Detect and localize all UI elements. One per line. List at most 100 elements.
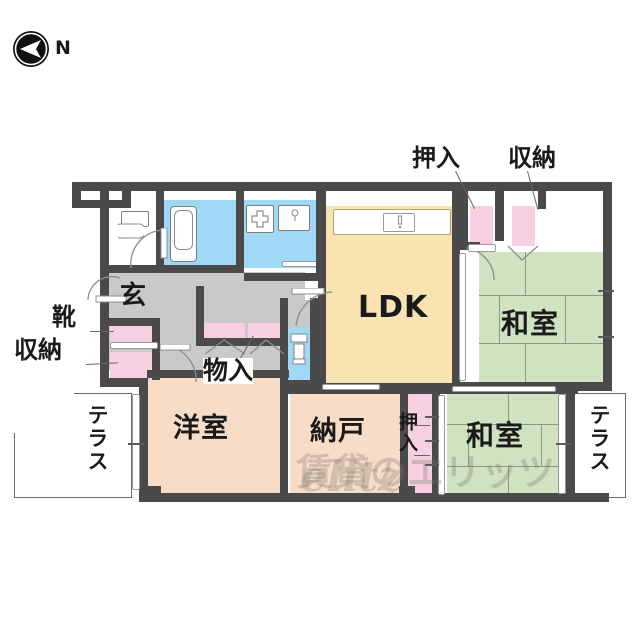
- callout-kutsu: 靴: [52, 303, 76, 331]
- watermark-logo: elitz: [300, 452, 402, 501]
- wall: [139, 378, 148, 502]
- wall: [196, 338, 288, 346]
- closet-kutsu: [110, 325, 157, 342]
- washer-pan-icon: [246, 205, 274, 233]
- wall: [156, 191, 164, 273]
- window-tick: [556, 443, 572, 445]
- closet-folding-door-icon: [507, 245, 539, 261]
- entry-basin-icon: [118, 223, 144, 239]
- tatami-seam: [565, 295, 567, 343]
- room-label-terrace-right: テラス: [587, 404, 612, 473]
- compass-label: N: [55, 37, 72, 59]
- sliding-door-track: [132, 394, 140, 490]
- wall: [100, 318, 160, 326]
- callout-oshiire-top: 押入: [412, 144, 460, 172]
- wall: [452, 238, 460, 388]
- closet-door-panel: [468, 244, 496, 252]
- vanity-sink-icon: [278, 205, 310, 231]
- north-arrow-icon: [13, 31, 49, 67]
- closet-folding-door-icon: [204, 339, 246, 355]
- room-label-nando: 納戸: [310, 416, 366, 447]
- room-label-terrace-left: テラス: [85, 404, 110, 473]
- wall: [310, 298, 319, 388]
- room-terrace-left-notch: [14, 393, 74, 433]
- callout-shuno-top: 収納: [508, 144, 556, 172]
- wall: [244, 273, 325, 281]
- wall: [280, 298, 288, 388]
- wall: [566, 382, 575, 500]
- wall: [400, 387, 408, 497]
- kitchen-faucet-icon: [398, 215, 402, 229]
- wall: [139, 486, 161, 495]
- tatami-seam: [447, 466, 574, 468]
- tatami-seam: [479, 343, 608, 345]
- wall: [100, 265, 160, 273]
- tatami-seam: [508, 393, 510, 424]
- wall: [538, 191, 546, 209]
- wall: [603, 182, 612, 386]
- wall: [156, 265, 244, 273]
- wall: [432, 387, 440, 497]
- leader-line: [90, 331, 114, 332]
- sliding-door-track: [459, 253, 466, 381]
- room-nando: [290, 392, 407, 498]
- wall: [72, 182, 81, 204]
- tatami-seam: [541, 424, 543, 466]
- leader-line: [414, 455, 430, 456]
- toilet-icon: [290, 333, 308, 365]
- callout-shuno-left: 収納: [14, 336, 62, 364]
- wall: [196, 286, 204, 342]
- room-washitsu-upper: [479, 252, 608, 386]
- callout-oshiire-bottom: 押入: [395, 412, 418, 454]
- room-label-ldk: LDK: [358, 290, 429, 325]
- wall: [288, 387, 406, 394]
- closet-shuno-top: [512, 206, 535, 246]
- genkan-door-icon: [87, 276, 127, 303]
- room-label-genkan: 玄: [120, 281, 148, 311]
- sliding-door-track: [322, 384, 380, 390]
- tatami-seam: [468, 424, 470, 466]
- callout-monoire: 物入: [203, 356, 254, 385]
- sliding-door-track: [452, 386, 556, 392]
- wall: [236, 191, 244, 273]
- wall: [72, 182, 612, 191]
- tatami-seam: [447, 424, 574, 426]
- closet-shuno-left: [110, 352, 152, 380]
- wall: [460, 191, 468, 245]
- bathtub-inner: [174, 210, 193, 250]
- tatami-seam: [499, 295, 501, 343]
- wall: [152, 318, 160, 380]
- window-tick: [425, 440, 439, 442]
- wall: [100, 378, 148, 387]
- window-tick: [598, 290, 614, 292]
- wall: [284, 380, 318, 388]
- tatami-seam: [525, 343, 527, 386]
- leader-line: [414, 425, 430, 426]
- tatami-seam: [525, 252, 527, 295]
- room-yoshitsu: [147, 378, 287, 498]
- window-tick: [598, 336, 614, 338]
- yoshitsu-door-icon: [160, 344, 197, 383]
- washroom-counter: [282, 261, 318, 267]
- closet-oshiire-bottom: [406, 393, 434, 498]
- wall: [399, 486, 415, 495]
- wall: [280, 387, 288, 497]
- wall: [100, 191, 109, 386]
- window-tick: [425, 416, 439, 418]
- room-ldk: [325, 206, 457, 388]
- entry-door-icon: [130, 228, 168, 269]
- room-label-yoshitsu: 洋室: [173, 413, 229, 444]
- closet-door-panel: [110, 342, 158, 349]
- wall: [452, 191, 460, 241]
- washer-glyph-icon: [251, 210, 269, 228]
- room-label-washitsu-upper: 和室: [501, 307, 560, 340]
- wall: [139, 493, 609, 502]
- tatami-seam: [479, 295, 608, 297]
- tatami-seam: [508, 466, 510, 498]
- closet-oshiire-top: [470, 206, 493, 246]
- watermark-text: 賃貸のエリッツ: [296, 451, 555, 494]
- compass: N: [10, 28, 90, 70]
- closet-folding-door-icon: [249, 339, 285, 355]
- ldk-door-icon: [291, 288, 333, 327]
